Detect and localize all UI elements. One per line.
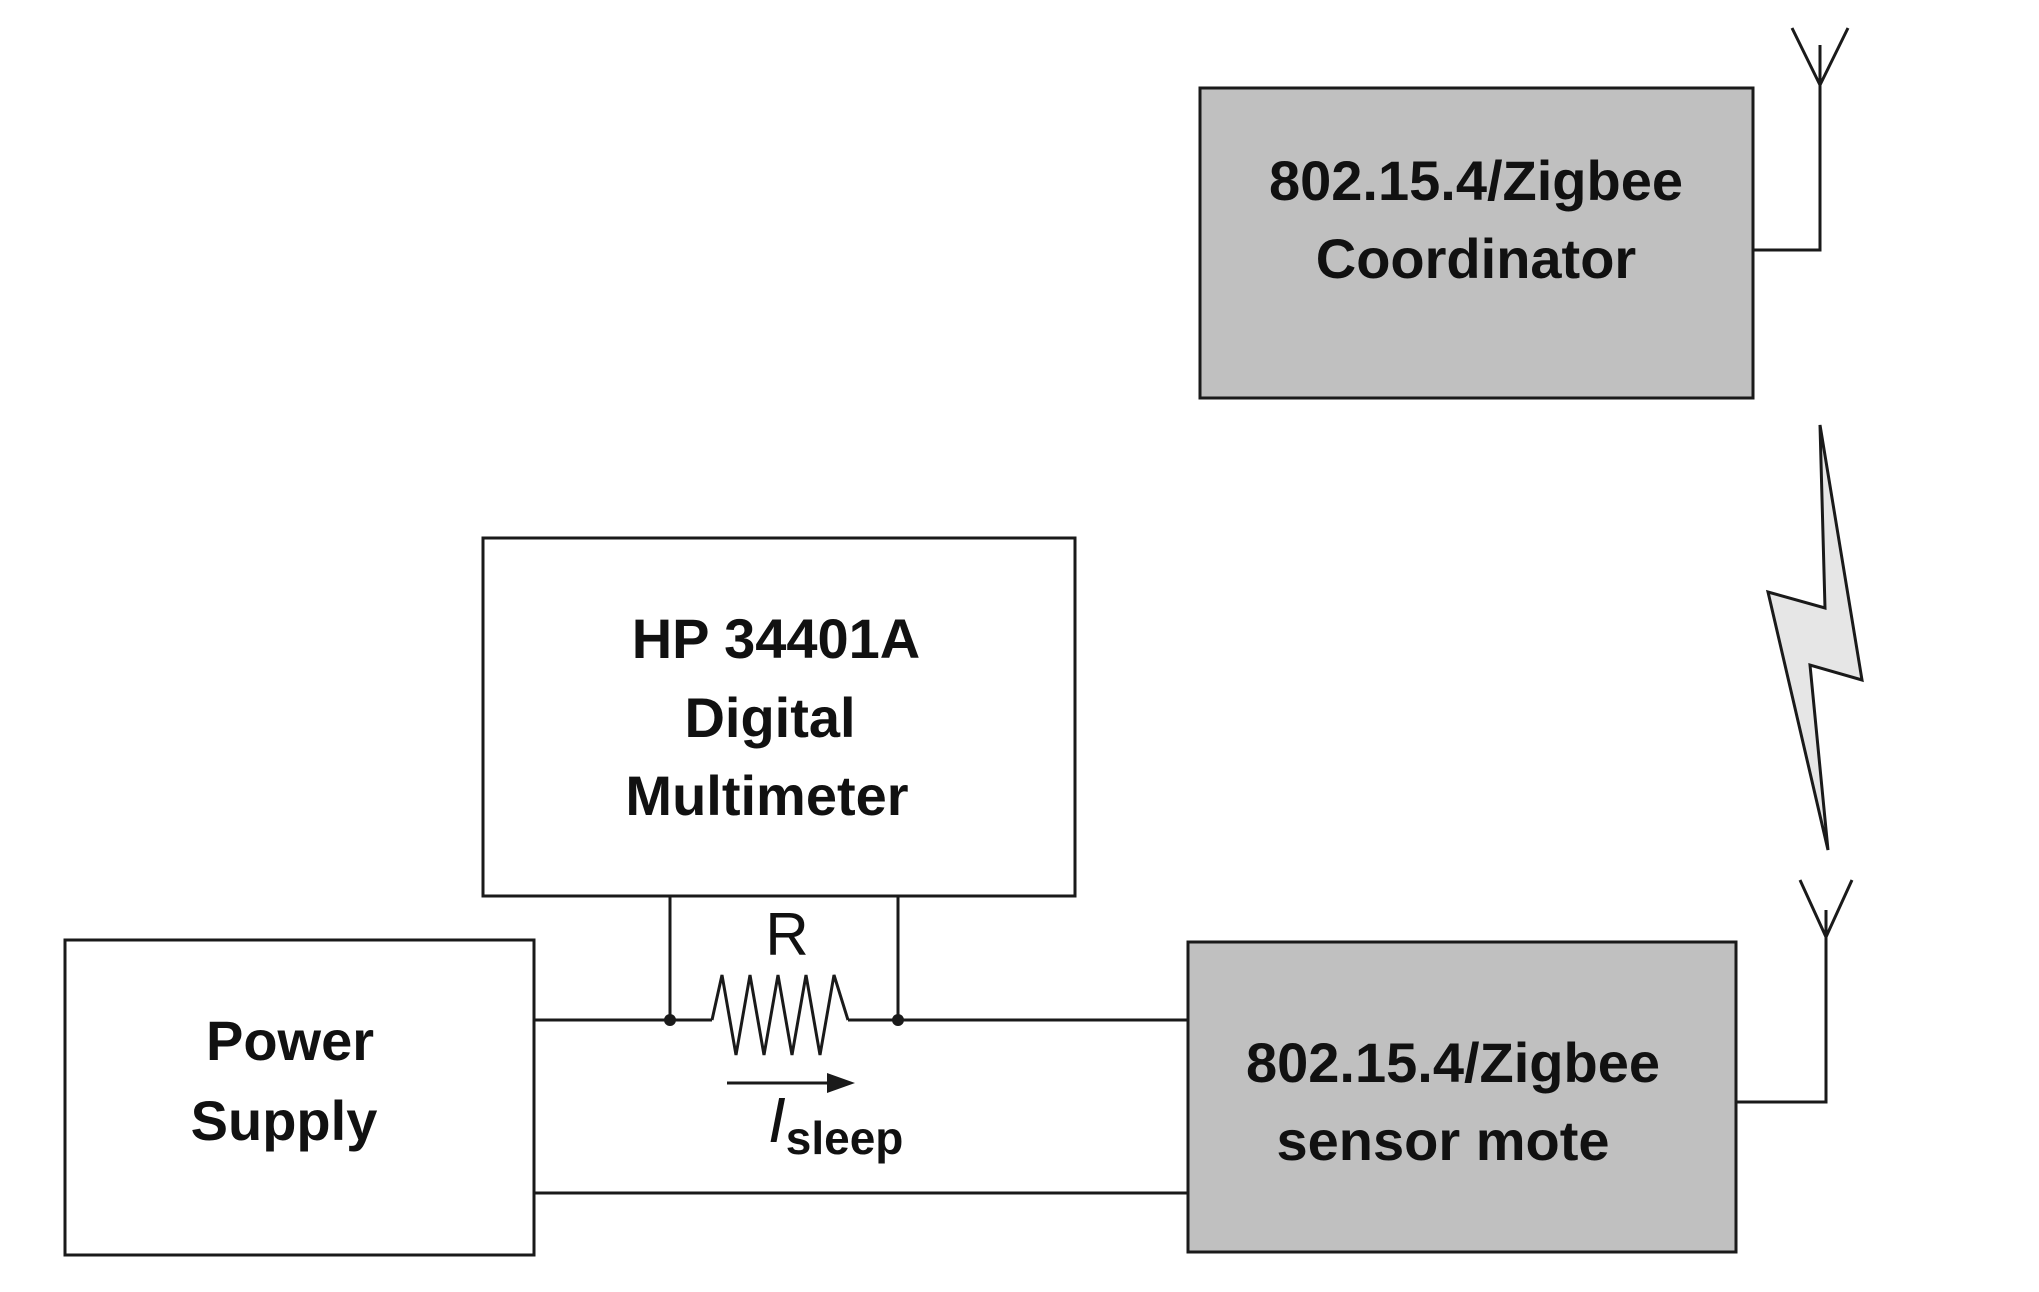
resistor-label: R: [765, 901, 808, 968]
antenna-icon: [1753, 27, 1850, 252]
sensor-mote-label-line1: 802.15.4/Zigbee: [1246, 1031, 1660, 1094]
current-label: Isleep: [768, 1084, 903, 1164]
coordinator-label-line1: 802.15.4/Zigbee: [1269, 149, 1683, 212]
coordinator-block: 802.15.4/Zigbee Coordinator: [1198, 86, 1755, 400]
arrow-right-icon: [727, 1073, 855, 1093]
sensor-mote-block: 802.15.4/Zigbee sensor mote: [1186, 940, 1738, 1254]
multimeter-block: HP 34401A Digital Multimeter: [481, 536, 1077, 898]
multimeter-label-line3: Multimeter: [625, 764, 908, 827]
antenna-icon: [1736, 879, 1854, 1104]
coordinator-label-line2: Coordinator: [1316, 227, 1636, 290]
circuit-wiring: [534, 896, 1188, 1195]
multimeter-label-line2: Digital: [684, 686, 855, 749]
resistor-icon: [710, 974, 850, 1056]
multimeter-label-line1: HP 34401A: [632, 607, 921, 670]
sensor-mote-label-line2: sensor mote: [1277, 1109, 1610, 1172]
power-supply-label-line1: Power: [206, 1009, 374, 1072]
current-symbol: I: [768, 1084, 786, 1156]
current-subscript: sleep: [786, 1112, 904, 1164]
lightning-bolt-icon: [1765, 424, 1864, 851]
power-supply-label-line2: Supply: [191, 1089, 378, 1152]
power-supply-block: Power Supply: [63, 938, 536, 1257]
